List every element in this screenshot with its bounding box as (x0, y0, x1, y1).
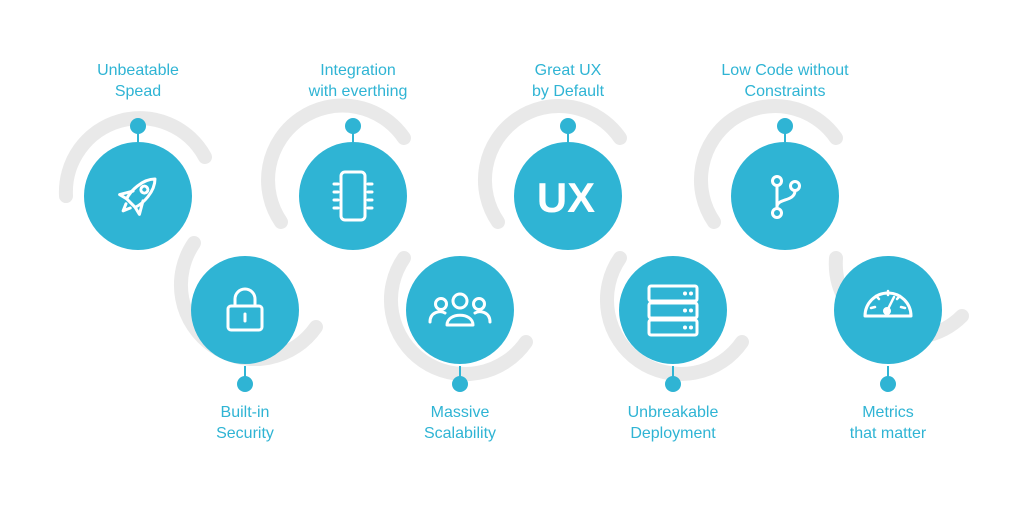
feature-label-1: Unbeatable Spead (48, 60, 228, 102)
feature-label-8: Metrics that matter (798, 402, 978, 444)
connector-dot (130, 118, 146, 134)
feature-label-line: Unbreakable (627, 404, 719, 421)
gauge-icon (863, 289, 913, 318)
connector-dot (777, 118, 793, 134)
feature-label-3: Integration with everthing (268, 60, 448, 102)
feature-circles (84, 142, 942, 364)
branch-icon (771, 175, 801, 219)
feature-circle-5 (514, 142, 622, 250)
feature-label-line: that matter (849, 425, 927, 442)
connector-dots (130, 118, 896, 392)
connector-dot (560, 118, 576, 134)
feature-label-line: Massive (430, 404, 490, 421)
feature-label-line: Built-in (220, 404, 270, 421)
feature-circle-3 (299, 142, 407, 250)
feature-circle-7 (731, 142, 839, 250)
feature-label-5: Great UX by Default (478, 60, 658, 102)
feature-label-line: Deployment (630, 425, 716, 442)
connector-dot (345, 118, 361, 134)
feature-label-line: Security (216, 425, 274, 442)
feature-label-line: Metrics (862, 404, 914, 421)
feature-label-line: Constraints (744, 83, 826, 100)
feature-circle-1 (84, 142, 192, 250)
ux-icon-text: UX (537, 174, 595, 221)
feature-label-line: Unbeatable (97, 62, 179, 79)
connector-dot (452, 376, 468, 392)
feature-label-2: Built-in Security (155, 402, 335, 444)
server-icon (647, 284, 699, 337)
feature-label-6: Unbreakable Deployment (583, 402, 763, 444)
connector-dot (880, 376, 896, 392)
rocket-icon (118, 177, 157, 216)
feature-label-line: Great UX (534, 62, 602, 79)
feature-label-line: Scalability (423, 425, 497, 442)
ux-icon: UX (537, 174, 595, 221)
feature-circle-4 (406, 256, 514, 364)
feature-label-line: Spead (114, 83, 162, 100)
feature-circle-6 (619, 256, 727, 364)
feature-label-7: Low Code without Constraints (695, 60, 875, 102)
connector-dot (665, 376, 681, 392)
users-icon (428, 292, 492, 327)
chip-icon (332, 170, 374, 222)
feature-circle-2 (191, 256, 299, 364)
wave-track (58, 98, 969, 382)
connector-dot (237, 376, 253, 392)
feature-label-line: Integration (320, 62, 396, 79)
feature-label-4: Massive Scalability (370, 402, 550, 444)
feature-label-line: Low Code without (721, 62, 849, 79)
lock-icon (226, 287, 264, 332)
feature-label-line: by Default (531, 83, 605, 100)
feature-label-line: with everthing (308, 83, 408, 100)
